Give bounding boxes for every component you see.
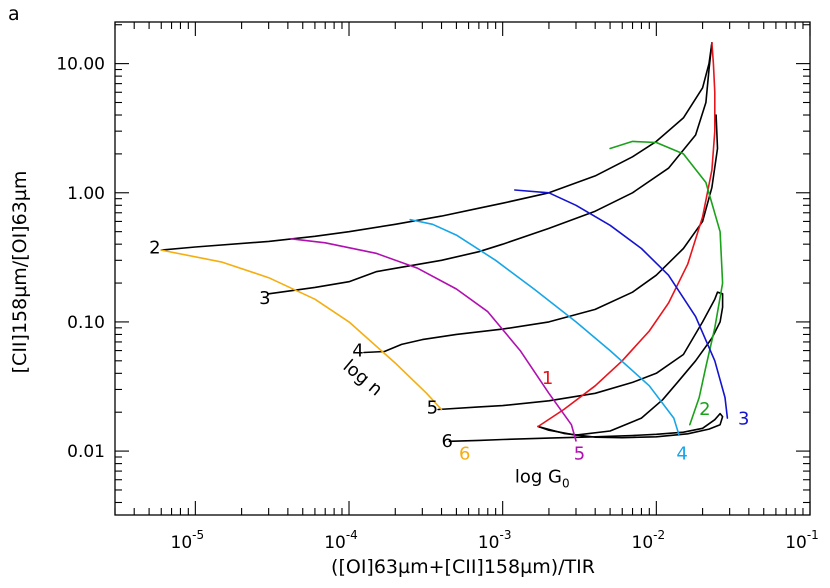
annotation-6: 1 [542,368,553,389]
y-tick-label: 0.01 [67,442,105,462]
g0-line-1 [537,42,716,428]
g0-line-3 [514,189,729,419]
axes-layer: 10-5 10-4 10-3 10-2 10-1 0.01 0.10 1.00 10.00 [56,21,819,553]
logn-line-5 [437,291,724,436]
y-tick-label: 10.00 [56,55,105,75]
logn-line-3 [267,42,713,295]
series-layer [160,42,729,443]
g0-line-4 [409,218,680,436]
annotation-11: 6 [459,444,470,465]
x-tick-label: 10-5 [171,528,205,553]
annotation-5: log n [339,356,387,401]
plot-frame [114,21,811,516]
logn-line-4 [363,114,719,354]
x-tick-label: 10-1 [785,528,819,553]
panel-label: a [8,3,20,25]
annotation-9: 4 [676,444,687,465]
annotation-3: 5 [427,398,438,419]
annotation-12: log G0 [515,467,570,491]
annotation-7: 2 [699,399,710,420]
x-axis-label: ([OI]63µm+[CII]158µm)/TIR [331,556,595,578]
g0-line-6 [160,249,443,411]
annotation-8: 3 [738,409,749,430]
annotation-0: 2 [149,237,160,258]
g0-line-5 [290,238,577,442]
y-tick-label: 1.00 [67,184,105,204]
g0-line-2 [609,140,724,426]
annotation-4: 6 [442,431,453,452]
y-tick-label: 0.10 [67,313,105,333]
annotation-2: 4 [352,340,363,361]
x-tick-label: 10-4 [324,528,358,553]
annotation-10: 5 [574,444,585,465]
x-tick-label: 10-3 [478,528,512,553]
logn-line-6 [448,412,724,443]
x-tick-label: 10-2 [632,528,666,553]
y-axis-label: [CII]158µm/[OI]63µm [9,171,31,374]
annotation-1: 3 [259,288,270,309]
logn-line-2 [160,42,713,251]
